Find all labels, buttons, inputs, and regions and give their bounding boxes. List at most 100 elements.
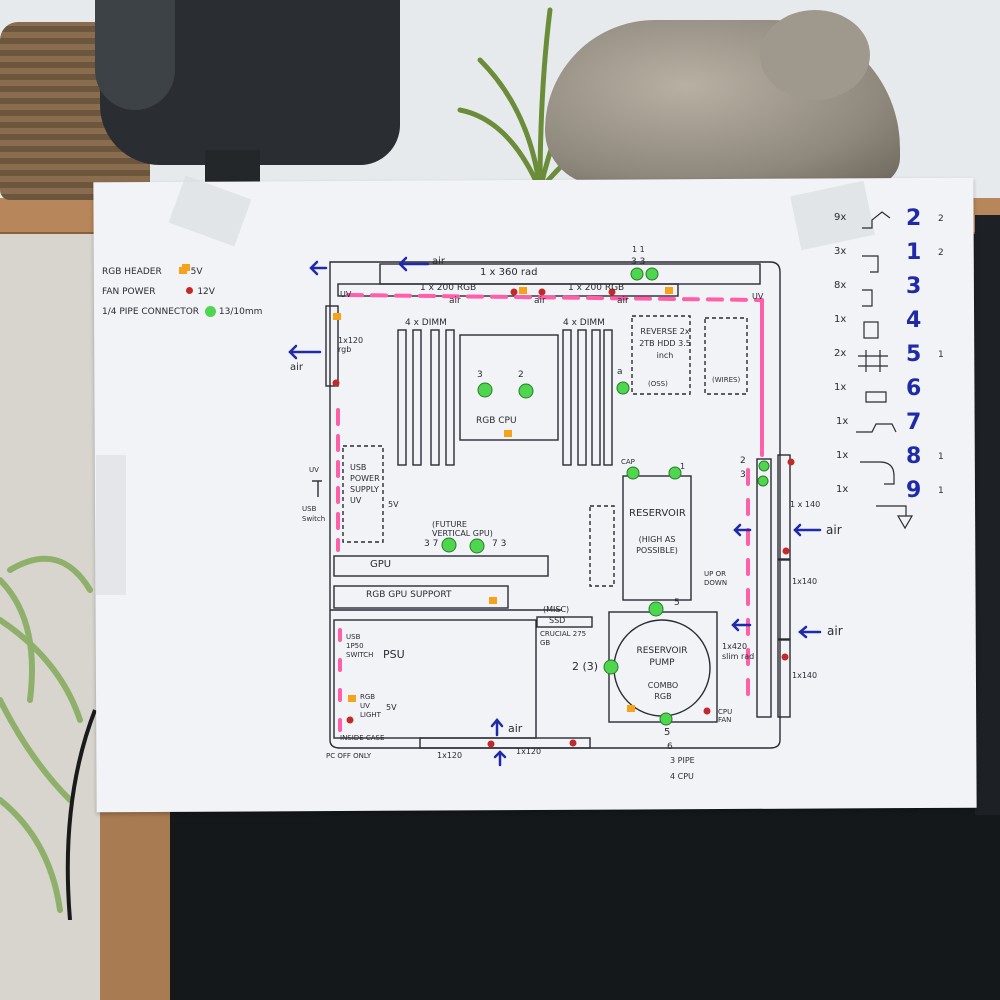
speaker-ring: [95, 0, 175, 110]
label-2-side: 2: [740, 456, 746, 466]
rgb-uv-light-label: RGB UV LIGHT: [360, 693, 381, 719]
fitting-number: 4: [906, 308, 922, 333]
usb-power-label: USB POWER SUPPLY UV: [350, 463, 380, 505]
inside-case-label: INSIDE CASE: [340, 734, 385, 742]
uv-label-left: UV: [340, 290, 352, 299]
label-3-side: 3: [740, 470, 746, 480]
fitting-number: 9: [906, 478, 922, 503]
pc-off-label: PC OFF ONLY: [326, 752, 372, 760]
ssd-sub-label: CRUCIAL 275 GB: [540, 630, 587, 647]
pipe-note-a: 6: [667, 742, 673, 752]
uv-strip-top: [346, 293, 762, 302]
gpu-nums-right: 7 3: [492, 539, 507, 549]
pipe-note-b: 3 PIPE: [670, 756, 695, 765]
top-rad-label: 1 x 360 rad: [480, 267, 538, 278]
future-gpu-label: (FUTURE VERTICAL GPU): [432, 520, 493, 538]
psu-usb-label: USB 1P50 SWITCH: [346, 633, 374, 659]
pump-sub-label: COMBO RGB: [647, 681, 679, 701]
plant-left: [0, 555, 97, 920]
psu-label: PSU: [383, 648, 405, 661]
gpu-nums-left: 3 7: [424, 539, 439, 549]
right-dark-panel: [975, 215, 1000, 815]
dimm-right-label: 4 x DIMM: [563, 318, 605, 328]
fitting-qty: 1x: [836, 450, 849, 461]
gpu-support-label: RGB GPU SUPPORT: [366, 590, 452, 600]
air-label-4: air: [617, 296, 629, 306]
dimm-left-label: 4 x DIMM: [405, 318, 447, 328]
elbow-fitting-icon: [862, 255, 879, 273]
reservoir: [622, 475, 692, 601]
pump-num-left: 2 (3): [572, 660, 599, 673]
tape-left: [96, 455, 126, 595]
fitting-number: 5: [906, 342, 922, 367]
legend-pipe-label: 1/4 PIPE CONNECTOR: [102, 307, 200, 317]
bottom-fan-left-label: 1x120: [437, 751, 463, 760]
rgb-header-swatch: [178, 267, 187, 274]
side-fan-top-label: 1 x 140: [790, 500, 821, 509]
pump-label: RESERVOIR PUMP: [636, 646, 688, 668]
side-fan-bot-label: 1x140: [792, 671, 818, 680]
legend-rgb-value: 5V: [190, 267, 203, 277]
air-label-3: air: [534, 296, 546, 306]
legend-fan-value: 12V: [197, 287, 215, 297]
air-label-top: air: [432, 256, 446, 267]
statue-head: [760, 10, 870, 100]
fitting-qty: 3x: [834, 246, 847, 257]
legend: RGB HEADER 5V FAN POWER 12V 1/4 PIPE CON…: [102, 262, 262, 322]
hdd-sub-label: (OSS): [648, 380, 668, 388]
label-1-1: 1 1: [632, 245, 645, 254]
pump-num-bottom: 5: [664, 727, 671, 738]
slim-radiator: [756, 458, 772, 718]
fitting-qty: 1x: [836, 416, 849, 427]
fitting-row: 1x 4: [826, 308, 956, 338]
cap-label: CAP: [621, 458, 635, 466]
fitting-number: 6: [906, 376, 922, 401]
label-a: a: [617, 367, 623, 377]
fan-power-swatch: [186, 287, 194, 294]
double-fitting-icon: [858, 350, 888, 372]
fitting-row: 2x 5 1: [826, 342, 956, 372]
reservoir-sub-label: (HIGH AS POSSIBLE): [636, 535, 678, 555]
legend-pipe-value: 13/10mm: [218, 307, 263, 317]
tee-fitting-icon: [865, 391, 887, 403]
legend-rgb-header: RGB HEADER 5V: [102, 262, 262, 282]
label-1: 1: [680, 462, 686, 471]
fitting-row: 1x 6: [826, 376, 956, 406]
extender-fitting-icon: [863, 321, 879, 339]
fitting-note: 1: [938, 350, 944, 360]
uv-label-switch: UV: [309, 466, 319, 474]
cpu-num-left: 3: [477, 370, 483, 380]
air-label-side-bot: air: [827, 624, 843, 638]
rgb-uv-5v-label: 5V: [386, 703, 397, 712]
wooden-post: [100, 800, 170, 1000]
ssd: [536, 616, 593, 628]
legend-fan-power: FAN POWER 12V: [102, 282, 262, 302]
cpu-block: [459, 334, 559, 441]
90-degree-fitting-icon: [860, 461, 895, 485]
angled-fitting-icon: [862, 211, 891, 229]
uv-label-right: UV: [752, 292, 764, 301]
fitting-qty: 1x: [836, 484, 849, 495]
top-fan-bar: [337, 283, 679, 297]
fitting-qty: 2x: [834, 348, 847, 359]
usb-5v-label: 5V: [388, 500, 399, 509]
fitting-qty: 1x: [834, 314, 847, 325]
fitting-qty: 9x: [834, 212, 847, 223]
fitting-qty: 1x: [834, 382, 847, 393]
valve-fitting-icon: [876, 505, 914, 530]
bottom-fan-right-label: 1x120: [516, 747, 542, 756]
rear-fan: [325, 305, 339, 387]
side-fan-mid-label: 1x140: [792, 577, 818, 586]
hdd-cage: [631, 315, 691, 395]
cpu-fan-label: CPU FAN: [718, 708, 733, 724]
pipe-note-c: 4 CPU: [670, 772, 694, 781]
case-outline: [329, 261, 781, 749]
straight-fitting-icon: [862, 289, 873, 307]
slim-rad-label: 1x420 slim rad: [722, 642, 755, 661]
gpu-support: [333, 585, 509, 609]
